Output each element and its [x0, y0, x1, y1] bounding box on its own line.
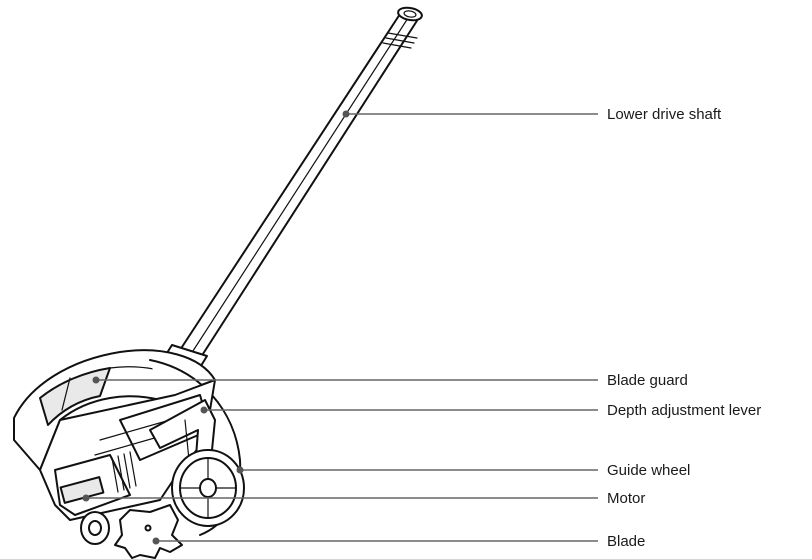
callout-depth-adjustment-lever: Depth adjustment lever — [200, 402, 761, 419]
callout-dot — [82, 494, 90, 502]
callout-dot — [152, 537, 160, 545]
callout-dot — [342, 110, 350, 118]
blade-drawing — [114, 504, 183, 559]
callout-blade-guard: Blade guard — [92, 372, 688, 389]
gear-teeth — [111, 451, 137, 493]
edger-illustration — [13, 6, 423, 559]
label-blade: Blade — [607, 533, 645, 550]
callout-dot — [200, 406, 208, 414]
callout-lower-drive-shaft: Lower drive shaft — [342, 106, 722, 123]
label-lower-drive-shaft: Lower drive shaft — [607, 106, 722, 123]
motor-drawing — [54, 451, 137, 516]
callout-dot — [236, 466, 244, 474]
lower-drive-shaft-drawing — [159, 6, 423, 375]
label-blade-guard: Blade guard — [607, 372, 688, 389]
callout-motor: Motor — [82, 490, 645, 507]
shaft-threads — [382, 32, 418, 49]
callout-dot — [92, 376, 100, 384]
label-depth-adjustment-lever: Depth adjustment lever — [607, 402, 761, 419]
callout-blade: Blade — [152, 533, 645, 550]
callout-guide-wheel: Guide wheel — [236, 462, 690, 479]
front-wheel-drawing — [80, 511, 110, 545]
label-guide-wheel: Guide wheel — [607, 462, 690, 479]
label-motor: Motor — [607, 490, 645, 507]
guide-wheel-drawing — [171, 449, 245, 527]
